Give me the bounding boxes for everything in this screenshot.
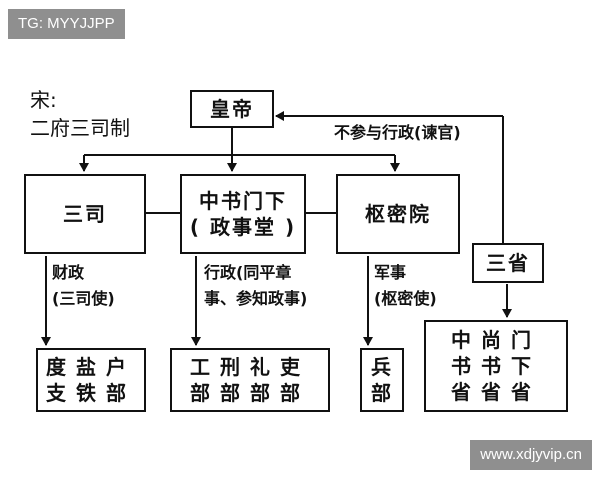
bingbu-box: 兵 部 xyxy=(360,348,404,412)
title-line-2: 二府三司制 xyxy=(30,116,130,140)
shumi-label: 枢密院 xyxy=(365,202,431,226)
administration-note-line-2: 事、参知政事) xyxy=(204,289,308,308)
diagram-title: 宋: 二府三司制 xyxy=(30,86,130,142)
sansi-label: 三司 xyxy=(63,202,107,226)
no-admin-note: 不参与行政(谏官) xyxy=(334,123,461,142)
finance-note: 财政 (三司使) xyxy=(52,260,115,312)
bingbu-line-2: 部 xyxy=(371,381,393,405)
zhongshu-box: 中书门下 ( 政事堂 ) xyxy=(180,174,306,254)
administration-note-line-1: 行政(同平章 xyxy=(204,263,292,282)
sansi-depts-line-2: 支铁部 xyxy=(46,381,136,405)
emperor-box: 皇帝 xyxy=(190,90,274,128)
three-depts-line-3: 省省省 xyxy=(451,380,541,404)
three-depts-line-1: 中尚门 xyxy=(451,328,541,352)
military-note-line-2: (枢密使) xyxy=(374,289,437,308)
three-depts-line-2: 书书下 xyxy=(451,354,541,378)
six-ministries-line-1: 工刑礼吏 xyxy=(190,355,310,379)
six-ministries-box: 工刑礼吏 部部部部 xyxy=(170,348,330,412)
sansi-depts-box: 度盐户 支铁部 xyxy=(36,348,146,412)
sansheng-box: 三省 xyxy=(472,243,544,283)
military-note-line-1: 军事 xyxy=(374,263,407,282)
watermark-bottom-right: www.xdjyvip.cn xyxy=(470,440,592,470)
sansi-box: 三司 xyxy=(24,174,146,254)
zhongshu-label-2: ( 政事堂 ) xyxy=(189,215,297,239)
six-ministries-line-2: 部部部部 xyxy=(190,381,310,405)
sansi-depts-line-1: 度盐户 xyxy=(46,355,136,379)
bingbu-line-1: 兵 xyxy=(371,355,393,379)
three-depts-box: 中尚门 书书下 省省省 xyxy=(424,320,568,412)
emperor-label: 皇帝 xyxy=(210,97,254,121)
finance-note-line-1: 财政 xyxy=(52,263,85,282)
military-note: 军事 (枢密使) xyxy=(374,260,437,312)
finance-note-line-2: (三司使) xyxy=(52,289,115,308)
shumi-box: 枢密院 xyxy=(336,174,460,254)
sansheng-label: 三省 xyxy=(486,251,530,275)
watermark-top-left: TG: MYYJJPP xyxy=(8,9,125,39)
administration-note: 行政(同平章 事、参知政事) xyxy=(204,260,307,312)
zhongshu-label-1: 中书门下 xyxy=(199,189,287,213)
title-line-1: 宋: xyxy=(30,88,57,112)
